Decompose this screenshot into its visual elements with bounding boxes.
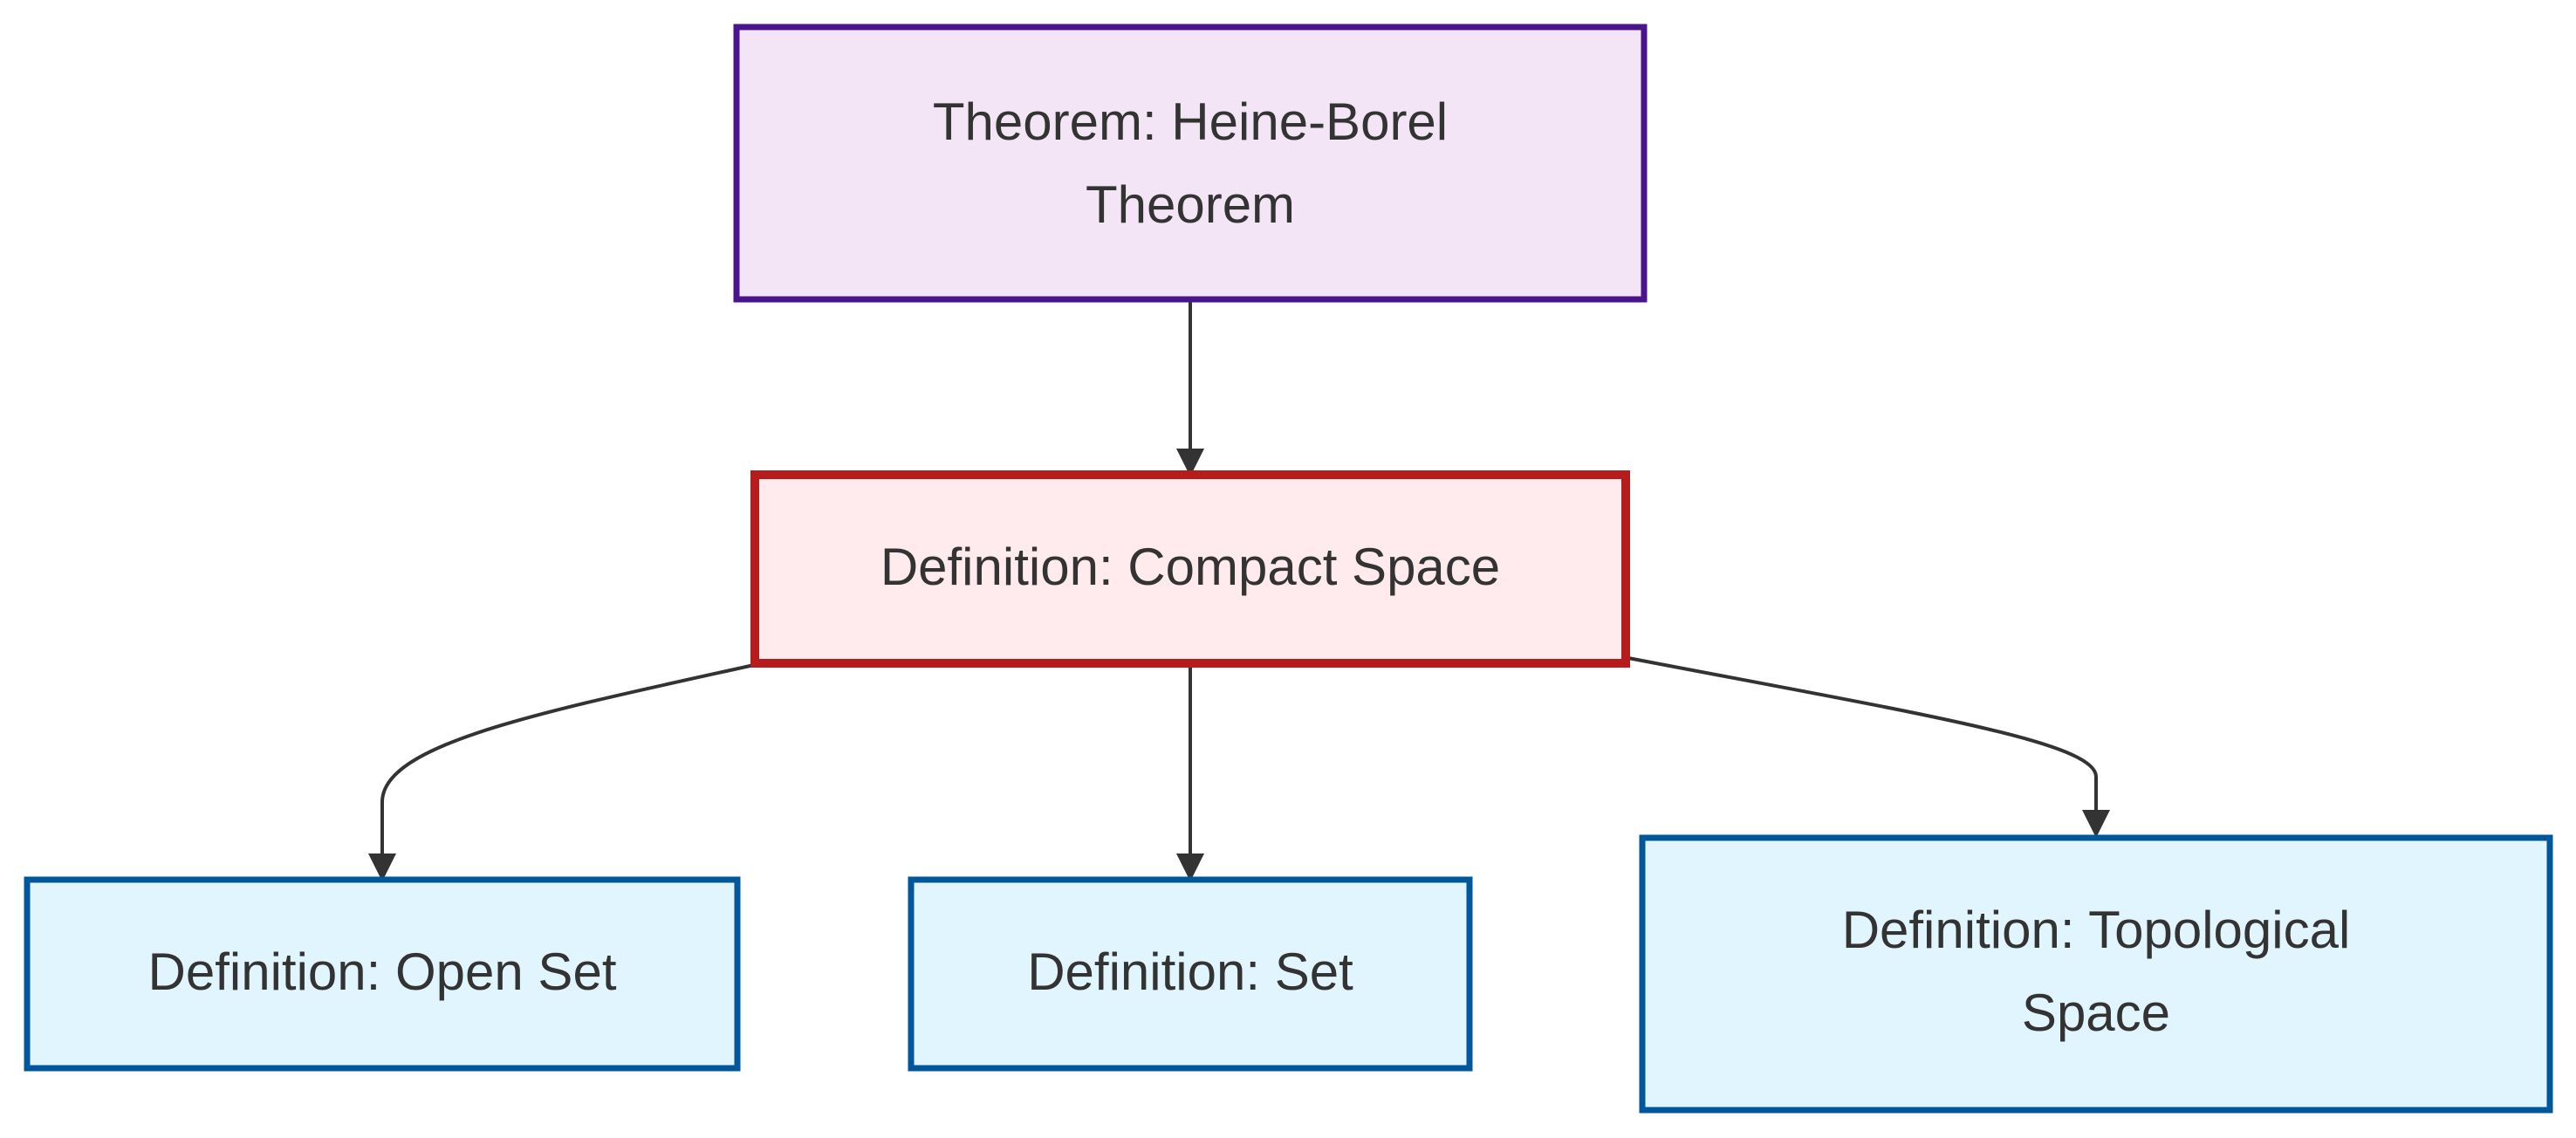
- node-label-line: Definition: Topological: [1842, 901, 2351, 959]
- node-open-set[interactable]: Definition: Open Set: [24, 876, 741, 1072]
- node-box: [750, 470, 1630, 668]
- edge-compact-space-to-open-set: [380, 663, 755, 854]
- arrowhead-open-set: [368, 854, 396, 881]
- edges: [368, 300, 2110, 881]
- node-box: [733, 24, 1648, 303]
- node-label-line: Space: [2022, 984, 2170, 1042]
- node-box: [908, 876, 1473, 1072]
- node-label-line: Definition: Open Set: [148, 943, 617, 1001]
- node-label-line: Definition: Set: [1027, 943, 1353, 1001]
- arrowhead-set: [1176, 854, 1204, 881]
- arrowhead-topological-space: [2082, 810, 2110, 838]
- node-set[interactable]: Definition: Set: [908, 876, 1473, 1072]
- nodes: Theorem: Heine-Borel Theorem Definition:…: [24, 24, 2553, 1114]
- node-label-line: Theorem: Heine-Borel: [933, 93, 1448, 151]
- arrowhead-compact-space: [1176, 449, 1204, 476]
- node-box: [24, 876, 741, 1072]
- edge-compact-space-to-topological-space: [1627, 656, 2098, 810]
- node-label-line: Theorem: [1086, 175, 1295, 234]
- node-topological-space[interactable]: Definition: Topological Space: [1639, 834, 2553, 1114]
- node-heine-borel-theorem[interactable]: Theorem: Heine-Borel Theorem: [733, 24, 1648, 303]
- node-box: [1639, 834, 2553, 1114]
- node-compact-space[interactable]: Definition: Compact Space: [750, 470, 1630, 668]
- node-label-line: Definition: Compact Space: [880, 538, 1500, 596]
